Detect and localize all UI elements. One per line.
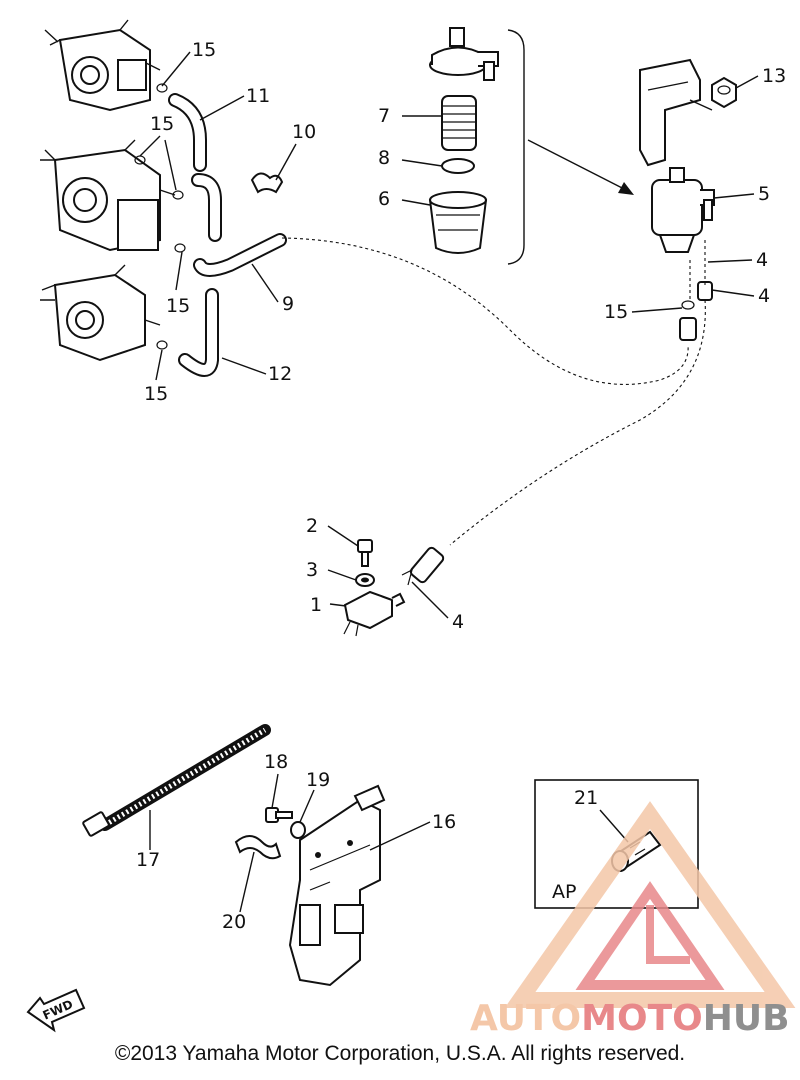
callout-5: 4: [758, 285, 770, 307]
fwd-arrow: FWD: [26, 988, 86, 1033]
callout-15: 15: [604, 301, 628, 323]
clip-20: [234, 835, 282, 860]
ap-label: AP: [552, 881, 576, 903]
ap-inset-box: [534, 779, 699, 909]
callout-10: 13: [762, 65, 786, 87]
callout-labels: 15 11 15 10 9 15 12 15 7 8 6 13 5 4 4 15…: [136, 39, 786, 933]
watermark-moto: MOTO: [581, 998, 703, 1039]
bracket-16: [288, 784, 386, 987]
watermark-text: AUTOMOTOHUB: [470, 998, 790, 1039]
clip-4-lower: [401, 568, 413, 586]
washer-3: [355, 573, 375, 587]
callout-17: 17: [136, 849, 160, 871]
copyright-notice: ©2013 Yamaha Motor Corporation, U.S.A. A…: [114, 1042, 686, 1065]
carburetor-bottom: [40, 264, 161, 362]
callout-4: 4: [756, 249, 768, 271]
callout-9: 8: [378, 147, 390, 169]
callout-11: 9: [282, 293, 294, 315]
leader-21: [599, 809, 629, 843]
fuel-filter-6: [651, 167, 715, 253]
assembly-arrow: [527, 139, 631, 193]
hose-end-upper: [679, 317, 697, 341]
callout-4: 4: [452, 611, 464, 633]
leader-dashed-6: [689, 240, 706, 300]
bolt-2: [357, 539, 373, 567]
callout-13: 11: [246, 85, 270, 107]
callout-7: 7: [378, 105, 390, 127]
callout-18: 18: [264, 751, 288, 773]
watermark-hub: HUB: [703, 998, 790, 1039]
callout-1: 1: [310, 594, 322, 616]
callout-16: 16: [432, 811, 456, 833]
callout-3: 3: [306, 559, 318, 581]
callout-12: 10: [292, 121, 316, 143]
group-bracket: [507, 29, 525, 265]
carburetor-top: [44, 19, 161, 112]
watermark-logo: [504, 801, 796, 1008]
filter-cup-8: [428, 191, 488, 254]
hose-13: [168, 93, 207, 172]
fuel-line-dashed-lower: [449, 299, 706, 546]
callout-15: 15: [150, 113, 174, 135]
o-ring-9: [441, 158, 475, 174]
callout-19: 19: [306, 769, 330, 791]
callout-2: 2: [306, 515, 318, 537]
leader-lines: [139, 51, 759, 913]
filter-element-7: [441, 95, 477, 151]
callout-14: 12: [268, 363, 292, 385]
hose-segment: [409, 546, 445, 584]
washer-19: [290, 821, 306, 839]
fuel-line-dashed-upper: [281, 237, 689, 385]
callout-15: 15: [144, 383, 168, 405]
callout-15: 15: [166, 295, 190, 317]
carburetor-middle: [40, 139, 176, 252]
tie-strap-17: [82, 724, 271, 837]
hose-upper-vertical: [191, 173, 222, 242]
screw-18: [265, 807, 293, 823]
assembly-arrow-head: [618, 182, 634, 195]
callout-6: 5: [758, 183, 770, 205]
filter-bracket: [639, 58, 701, 167]
callout-15: 15: [192, 39, 216, 61]
hose-11: [193, 233, 287, 277]
callout-21: 21: [574, 787, 598, 809]
callout-8: 6: [378, 188, 390, 210]
fuel-joint-1: [343, 590, 406, 637]
filter-cap: [429, 27, 499, 81]
hose-14: [178, 288, 219, 377]
nut-10: [711, 76, 737, 109]
watermark-auto: AUTO: [470, 998, 581, 1039]
callout-20: 20: [222, 911, 246, 933]
